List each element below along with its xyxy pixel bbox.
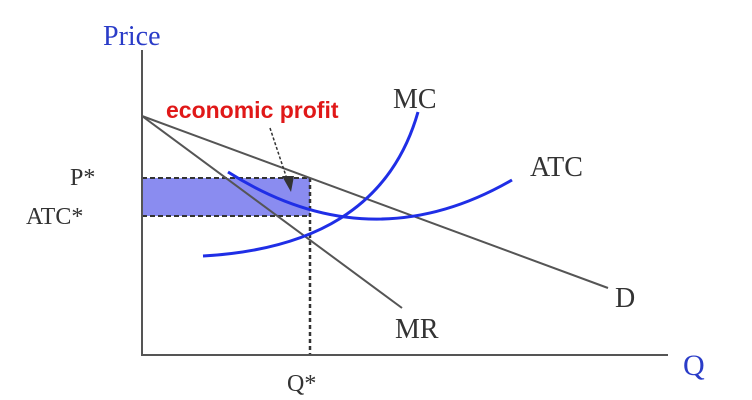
marginal-cost-curve	[202, 111, 420, 258]
demand-curve	[141, 115, 609, 289]
average-total-cost-curve	[227, 170, 513, 221]
q-star-label: Q*	[287, 371, 316, 397]
mr-label: MR	[395, 314, 439, 345]
economic-profit-area	[142, 178, 310, 216]
annotation-arrow	[269, 127, 294, 192]
atc-label: ATC	[530, 152, 583, 183]
quantity-axis-label: Q	[683, 349, 705, 382]
demand-label: D	[615, 283, 635, 314]
mc-label: MC	[393, 84, 437, 115]
economic-profit-annotation: economic profit	[166, 97, 339, 123]
marginal-revenue-curve	[141, 115, 403, 309]
price-axis-label: Price	[103, 21, 161, 52]
atc-star-label: ATC*	[26, 204, 83, 230]
p-star-label: P*	[70, 165, 95, 191]
